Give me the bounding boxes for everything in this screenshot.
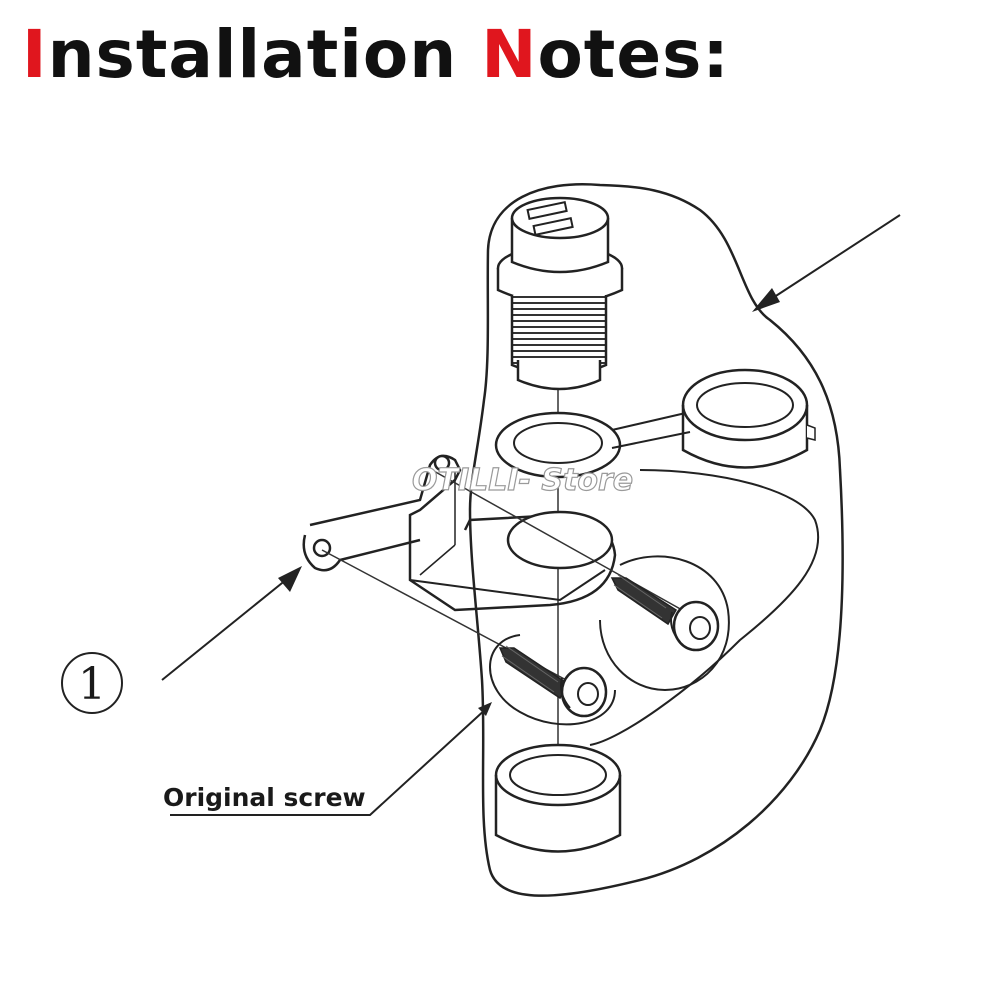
watermark: OTILLI- Store: [412, 463, 633, 498]
bracket-arrow-head: [752, 288, 780, 312]
callout-1-line: [161, 574, 293, 681]
usb-socket: [496, 196, 624, 391]
title-part-3: N: [481, 16, 538, 93]
title-part-4: otes:: [537, 16, 730, 93]
bottom-spacer: [494, 743, 622, 853]
callout-1-circle: [61, 652, 123, 714]
screw-axis-right: [431, 469, 701, 621]
bracket-outline: [468, 183, 844, 897]
plate-hole-top: [433, 454, 451, 472]
flat-plate-bracket: [302, 454, 617, 612]
title-part-2: nstallation: [47, 16, 482, 93]
original-screw-label: Original screw: [163, 783, 366, 812]
screw-highlight-left: [489, 634, 616, 726]
callout-1-arrow-head: [278, 566, 302, 592]
screw-right: [610, 574, 720, 652]
screw-left: [498, 645, 608, 718]
callout-number: 1: [78, 659, 106, 710]
nut-ring-with-cap: [494, 368, 816, 479]
bracket-inner-edge: [589, 469, 820, 746]
page-title: Installation Notes:: [22, 22, 730, 88]
bracket-arrow-line: [761, 214, 901, 306]
title-part-1: I: [22, 16, 48, 93]
original-screw-arrow-head: [478, 702, 492, 716]
original-screw-leader: [170, 707, 488, 816]
screw-highlight-right: [599, 555, 730, 692]
